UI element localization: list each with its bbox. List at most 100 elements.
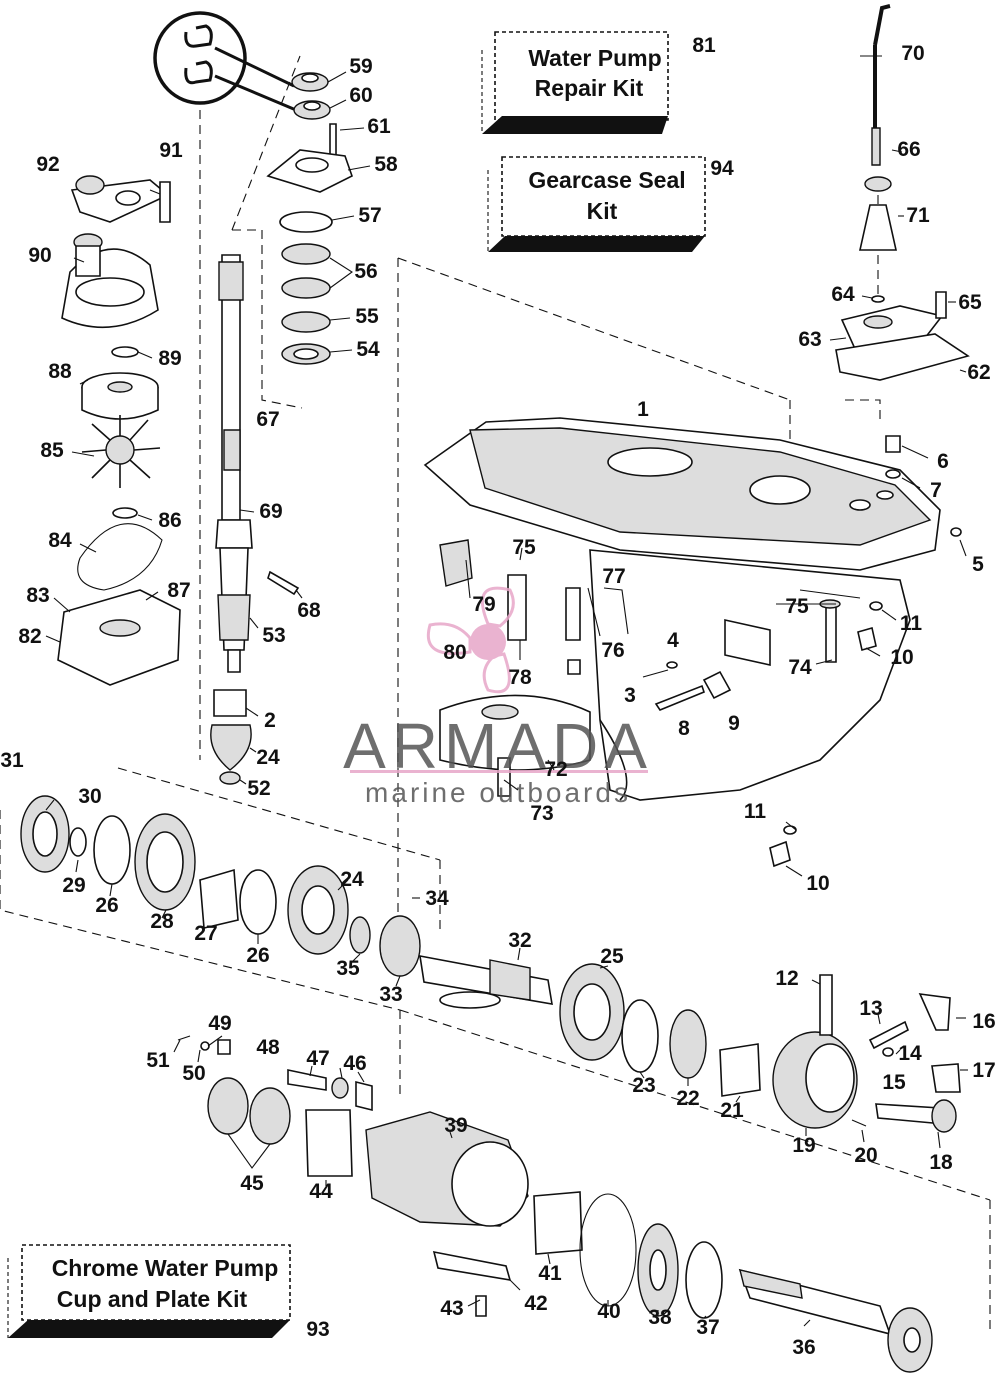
part-label: 75 [785,595,809,618]
part-label: 41 [538,1262,562,1285]
part-label: 45 [240,1172,264,1195]
part-label: 29 [62,874,85,897]
part-label: 3 [624,684,636,707]
part-label: 18 [929,1151,953,1174]
kit-box-water-pump: Water Pump Repair Kit 81 [481,31,716,134]
part-label: 26 [95,894,118,917]
alignment-lines [0,55,991,1330]
part-label: 36 [792,1336,815,1359]
part-label: 57 [358,204,381,227]
part-label: 35 [336,957,360,980]
part-label: 80 [443,641,466,664]
part-label: 84 [48,529,72,552]
part-label: 25 [600,945,624,968]
part-label: 40 [597,1300,620,1323]
part-label: 10 [806,872,829,895]
part-label: 89 [158,347,181,370]
part-label: 69 [259,500,282,523]
part-label: 62 [967,361,990,384]
part-label: 42 [524,1292,547,1315]
part-label: 61 [367,115,391,138]
part-label: 51 [146,1049,170,1072]
part-label: 92 [36,153,59,176]
part-label: 14 [898,1042,922,1065]
part-label: 73 [530,802,553,825]
part-label: 79 [472,593,495,616]
part-label: 22 [676,1087,699,1110]
part-label: 31 [0,749,24,772]
part-label: 56 [354,260,377,283]
part-label: 16 [972,1010,995,1033]
part-label: 27 [194,922,217,945]
water-pump-kit-line1: Water Pump [528,45,661,71]
part-label: 2 [264,709,276,732]
part-label: 86 [158,509,181,532]
propeller-logo-icon [427,586,515,694]
part-label: 50 [182,1062,205,1085]
driveshaft-assembly [210,72,353,785]
shift-rod-assembly [835,4,970,479]
part-label: 8 [678,717,690,740]
part-label: 13 [859,997,882,1020]
part-label: 37 [696,1316,719,1339]
part-label: 46 [343,1052,366,1075]
part-label: 65 [958,291,982,314]
part-label: 83 [26,584,49,607]
part-label: 54 [356,338,380,361]
part-label: 15 [882,1071,906,1094]
part-label: 5 [972,553,984,576]
part-label: 78 [508,666,532,689]
part-label: 72 [544,758,567,781]
gearcase-seal-kit-line1: Gearcase Seal [528,167,685,193]
lower-gear-train [20,795,961,1133]
part-label: 10 [890,646,913,669]
chrome-pump-kit-line2: Cup and Plate Kit [57,1286,248,1312]
center-small-parts [439,527,962,868]
part-label: 32 [508,929,531,952]
kit-box-gearcase-seal: Gearcase Seal Kit 94 [487,156,734,252]
part-label: 90 [28,244,51,267]
part-label: 59 [349,55,372,78]
part-label: 63 [798,328,821,351]
part-label: 58 [374,153,398,176]
part-label: 38 [648,1306,672,1329]
part-label: 77 [602,565,625,588]
part-label: 47 [306,1047,329,1070]
seal-detail-callout [153,11,297,112]
part-label: 75 [512,536,536,559]
part-label: 88 [48,360,72,383]
part-label: 85 [40,439,64,462]
part-label: 55 [355,305,379,328]
part-label: 71 [906,204,930,227]
water-pump-kit-line2: Repair Kit [535,75,644,101]
part-label: 44 [309,1180,333,1203]
part-label: 49 [208,1012,231,1035]
part-label: 6 [937,450,949,473]
part-label: 74 [788,656,812,679]
gearcase-seal-kit-number: 94 [710,157,734,180]
chrome-pump-kit-number: 93 [306,1318,329,1341]
part-label: 26 [246,944,269,967]
part-label: 17 [972,1059,995,1082]
leader-lines [45,55,968,1327]
part-label: 64 [831,283,855,306]
part-label: 60 [349,84,372,107]
part-label: 20 [854,1144,877,1167]
part-label: 9 [728,712,740,735]
part-label: 87 [167,579,190,602]
part-number-labels: 1 2 3 4 5 6 7 8 9 10 10 11 11 12 13 14 1… [0,42,995,1359]
part-label: 11 [900,612,923,635]
part-label: 12 [775,967,798,990]
gearcase-seal-kit-line2: Kit [587,198,618,224]
part-label: 66 [897,138,920,161]
armada-watermark: ARMADA marine outboards [343,586,648,808]
part-label: 52 [247,777,270,800]
bearing-carrier-assembly [177,1035,933,1373]
part-label: 76 [601,639,624,662]
part-label: 24 [256,746,280,769]
water-pump-assembly [57,175,181,686]
part-label: 11 [744,800,767,823]
part-label: 43 [440,1297,463,1320]
kit-box-chrome-pump: Chrome Water Pump Cup and Plate Kit 93 [7,1244,330,1341]
